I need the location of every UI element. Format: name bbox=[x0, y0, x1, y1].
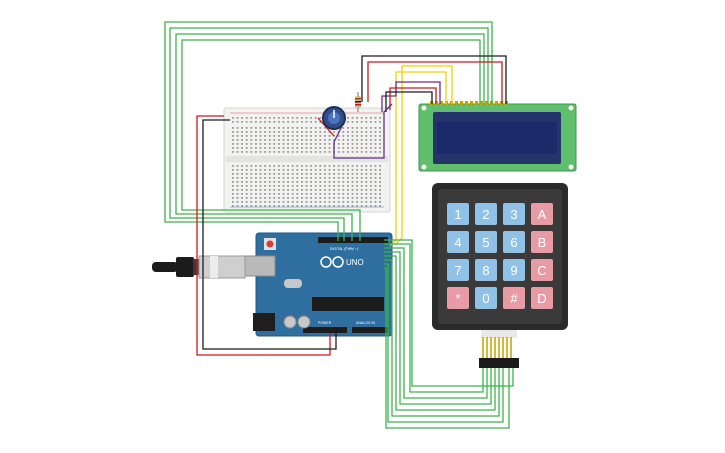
digital-header-label: DIGITAL (PWM ~) bbox=[330, 247, 358, 251]
keypad-key-label: 1 bbox=[454, 207, 461, 222]
power-header-label: POWER bbox=[318, 321, 332, 325]
lcd-display[interactable] bbox=[418, 101, 577, 172]
keypad-key-6[interactable]: 6 bbox=[503, 231, 525, 253]
keypad-key-7[interactable]: 7 bbox=[447, 259, 469, 281]
keypad-key-2[interactable]: 2 bbox=[475, 203, 497, 225]
keypad-key-D[interactable]: D bbox=[531, 287, 553, 309]
keypad-key-label: D bbox=[537, 291, 546, 306]
usb-cable-icon[interactable] bbox=[152, 255, 246, 279]
keypad-ribbon bbox=[482, 337, 512, 358]
keypad-key-label: 8 bbox=[482, 263, 489, 278]
keypad-key-label: 4 bbox=[454, 235, 461, 250]
keypad-key-1[interactable]: 1 bbox=[447, 203, 469, 225]
keypad-key-label: 5 bbox=[482, 235, 489, 250]
arduino-brand-label: UNO bbox=[346, 258, 364, 267]
arduino-uno[interactable]: UNO DIGITAL (PWM ~) POWER ANALOG IN bbox=[244, 232, 393, 337]
keypad-4x4[interactable]: 1 2 3 A 4 5 6 B 7 8 9 C * 0 # D bbox=[432, 183, 568, 368]
keypad-key-label: 0 bbox=[482, 291, 489, 306]
keypad-header bbox=[479, 358, 519, 368]
breadboard[interactable] bbox=[223, 107, 391, 213]
keypad-key-8[interactable]: 8 bbox=[475, 259, 497, 281]
keypad-key-label: 9 bbox=[510, 263, 517, 278]
keypad-key-9[interactable]: 9 bbox=[503, 259, 525, 281]
keypad-key-label: 7 bbox=[454, 263, 461, 278]
keypad-key-label: # bbox=[510, 291, 518, 306]
keypad-key-label: A bbox=[538, 207, 547, 222]
keypad-key-A[interactable]: A bbox=[531, 203, 553, 225]
keypad-key-B[interactable]: B bbox=[531, 231, 553, 253]
potentiometer-icon[interactable] bbox=[322, 106, 346, 130]
resistor-icon[interactable] bbox=[355, 92, 361, 112]
keypad-key-C[interactable]: C bbox=[531, 259, 553, 281]
keypad-key-label: C bbox=[537, 263, 546, 278]
keypad-key-label: 3 bbox=[510, 207, 517, 222]
keypad-key-hash[interactable]: # bbox=[503, 287, 525, 309]
keypad-key-0[interactable]: 0 bbox=[475, 287, 497, 309]
keypad-key-label: 2 bbox=[482, 207, 489, 222]
keypad-keys: 1 2 3 A 4 5 6 B 7 8 9 C * 0 # D bbox=[447, 203, 553, 309]
keypad-key-star[interactable]: * bbox=[447, 287, 469, 309]
analog-header-label: ANALOG IN bbox=[356, 321, 376, 325]
keypad-key-label: * bbox=[455, 291, 460, 306]
wires bbox=[164, 21, 514, 429]
keypad-key-5[interactable]: 5 bbox=[475, 231, 497, 253]
reset-button-icon[interactable] bbox=[264, 238, 276, 250]
keypad-key-label: B bbox=[538, 235, 547, 250]
keypad-key-3[interactable]: 3 bbox=[503, 203, 525, 225]
keypad-key-label: 6 bbox=[510, 235, 517, 250]
keypad-key-4[interactable]: 4 bbox=[447, 231, 469, 253]
